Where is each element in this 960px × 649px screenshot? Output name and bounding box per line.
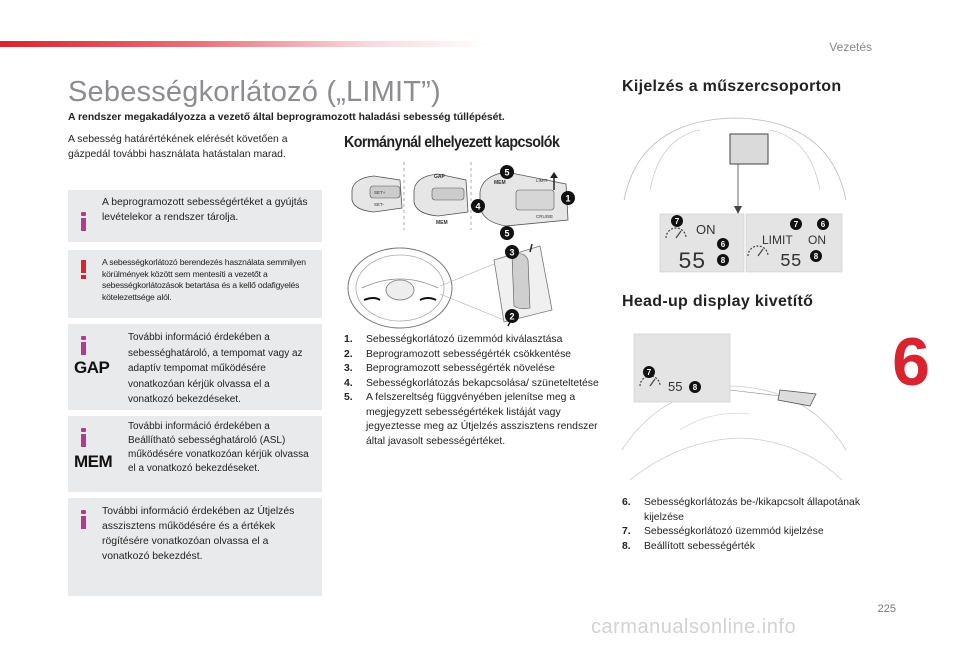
marker-7: 7 (671, 215, 683, 227)
svg-text:7: 7 (647, 368, 652, 377)
stalk-variant-1: SET+ SET- (351, 175, 403, 213)
svg-text:8: 8 (721, 256, 726, 265)
gap-note-box: GAP További információ érdekében a sebes… (68, 324, 322, 410)
hud-heading: Head-up display kivetítő (622, 293, 814, 310)
page-number: 225 (877, 603, 896, 615)
warning-note-box: A sebességkorlátozó berendezés használat… (68, 250, 322, 318)
gap-tag: GAP (74, 358, 110, 377)
callout-5-bottom: 5 (500, 226, 514, 240)
section-name: Vezetés (829, 40, 872, 54)
steering-controls-illustration: SET+ SET- GAP MEM MEM LIMIT CRUISE (347, 162, 575, 329)
marker-8: 8 (810, 250, 822, 262)
svg-text:7: 7 (675, 217, 680, 226)
speedometer-icon (665, 227, 687, 239)
cruise-stalk-label: CRUISE (536, 214, 553, 219)
list-item: 8.Beállított sebességérték (622, 540, 755, 552)
limit-stalk-label: LIMIT (536, 178, 548, 183)
svg-text:8: 8 (814, 252, 819, 261)
chapter-number: 6 (892, 324, 930, 400)
svg-text:6: 6 (721, 240, 726, 249)
cluster-left-status: ON (696, 222, 716, 237)
cluster-heading: Kijelzés a műszercsoporton (622, 78, 842, 95)
watermark: carmanualsonline.info (591, 616, 797, 638)
mem-stalk-label: MEM (494, 180, 506, 186)
stalk-variant-2: GAP MEM (413, 173, 469, 226)
set-plus-label: SET+ (374, 190, 386, 195)
wheel-controls-heading: Kormánynál elhelyezett kapcsolók (344, 134, 560, 151)
speedometer-icon (747, 245, 769, 257)
warning-note-text: A sebességkorlátozó berendezés használat… (102, 257, 306, 302)
steering-wheel (347, 247, 453, 329)
stalk-variant-3: MEM LIMIT CRUISE (479, 171, 569, 227)
info-note-box-last: További információ érdekében az Útjelzés… (68, 498, 322, 596)
cluster-left-speed: 55 (678, 249, 706, 275)
svg-text:8: 8 (693, 383, 698, 392)
callout-1: 1 (561, 191, 575, 205)
hud-legend-list: 6.Sebességkorlátozás be-/kikapcsolt álla… (622, 496, 862, 554)
gap-stalk-label: GAP (434, 174, 446, 180)
svg-text:3: 3 (509, 248, 514, 258)
list-item: 6.Sebességkorlátozás be-/kikapcsolt álla… (622, 497, 861, 523)
callout-5-top: 5 (500, 165, 514, 179)
list-item: 4.Sebességkorlátozás bekapcsolása/ szüne… (344, 377, 599, 389)
info-note-text-last: További információ érdekében az Útjelzés… (102, 506, 295, 562)
callout-4: 4 (471, 199, 485, 213)
cluster-right-limit: LIMIT (762, 233, 793, 247)
page-title: Sebességkorlátozó („LIMIT”) (68, 76, 441, 108)
hud-speed: 55 (668, 379, 682, 394)
wheel-controls-list: 1.Sebességkorlátozó üzemmód kiválasztása… (344, 333, 602, 449)
info-note-box: A beprogramozott sebességértéket a gyújt… (68, 190, 322, 242)
svg-text:4: 4 (475, 202, 480, 212)
list-item: 1.Sebességkorlátozó üzemmód kiválasztása (344, 334, 563, 345)
mem-note-text: További információ érdekében a Beállítha… (128, 421, 309, 474)
svg-text:6: 6 (892, 324, 930, 400)
mem-stalk-label-2: MEM (436, 220, 448, 226)
set-minus-label: SET- (374, 202, 385, 207)
page-subtitle: A rendszer megakadályozza a vezető által… (68, 112, 505, 123)
list-item: 7.Sebességkorlátozó üzemmód kijelzése (622, 526, 824, 537)
svg-text:5: 5 (504, 229, 509, 239)
hud-illustration: 55 7 8 (621, 333, 847, 481)
list-item: 3.Beprogramozott sebességérték növelése (344, 363, 555, 374)
svg-text:1: 1 (565, 194, 570, 204)
marker-6: 6 (817, 218, 829, 230)
callout-2: 2 (505, 309, 519, 323)
header-accent-bar (0, 41, 490, 47)
marker-6: 6 (717, 238, 729, 250)
svg-text:7: 7 (794, 220, 799, 229)
gap-note-text: További információ érdekében a sebességh… (128, 332, 303, 405)
instrument-cluster-illustration: ON 55 7 6 8 LIMIT ON 55 7 6 8 (623, 117, 847, 275)
stalk-zoom-view (439, 243, 553, 327)
callout-3: 3 (505, 245, 519, 259)
svg-text:6: 6 (821, 220, 826, 229)
marker-8: 8 (717, 254, 729, 266)
intro-text: A sebesség határértékének elérését követ… (68, 134, 288, 160)
info-note-text: A beprogramozott sebességértéket a gyújt… (102, 197, 308, 223)
cluster-right-status: ON (808, 233, 826, 247)
svg-text:2: 2 (509, 312, 514, 322)
mem-tag: MEM (74, 452, 113, 471)
marker-7: 7 (790, 218, 802, 230)
cluster-right-speed: 55 (780, 252, 802, 272)
marker-7: 7 (643, 366, 655, 378)
marker-8: 8 (689, 381, 701, 393)
svg-text:5: 5 (504, 168, 509, 178)
list-item: 5.A felszereltség függvényében jelenítse… (344, 392, 598, 447)
mem-note-box: MEM További információ érdekében a Beáll… (68, 416, 322, 492)
list-item: 2.Beprogramozott sebességérték csökkenté… (344, 348, 572, 360)
